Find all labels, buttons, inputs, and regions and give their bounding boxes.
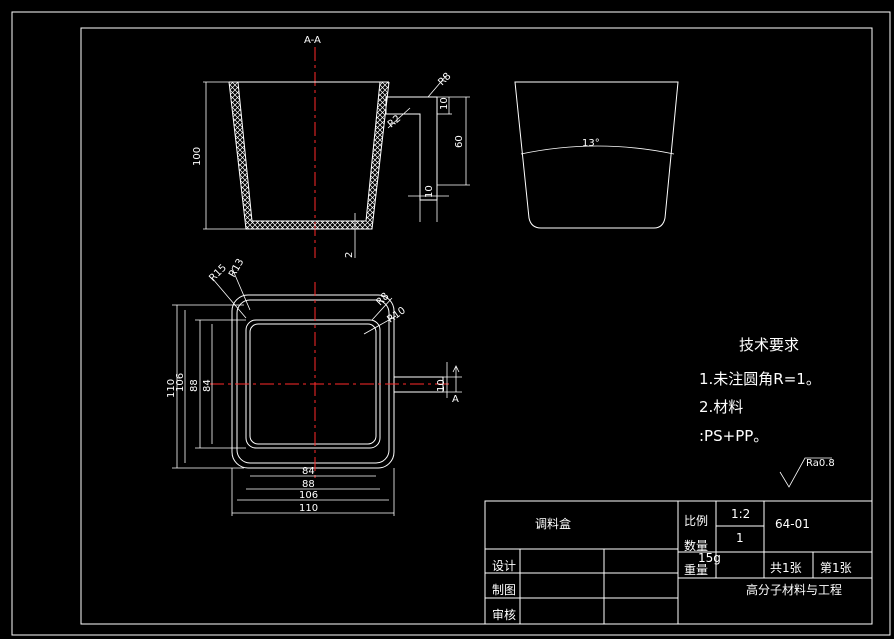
side-view: 13°: [514, 81, 679, 229]
organization: 高分子材料与工程: [746, 582, 842, 597]
dim-r8-plan: R8: [374, 291, 391, 308]
dim-h-88: 88: [302, 479, 315, 490]
leader-line: [427, 75, 447, 98]
inner-border: [80, 27, 873, 625]
dim-h-110: 110: [299, 503, 318, 514]
leader-line: [371, 297, 393, 321]
scale-value: 1:2: [731, 507, 750, 521]
dim-r13: R13: [227, 257, 246, 280]
title-block: 调料盒 比例 1:2 数量 1 重量 15g 64-01 共1张 第1张 设计 …: [484, 500, 873, 625]
dim-r10: R10: [385, 305, 407, 325]
dim-angle: 13°: [582, 138, 600, 149]
technical-requirements: 技术要求 1.未注圆角R=1。 2.材料 :PS+PP。 Ra0.8: [699, 336, 835, 488]
draw-label: 制图: [492, 583, 516, 597]
dim-wall: 2: [344, 252, 355, 258]
section-label: A-A: [304, 35, 321, 46]
review-label: 审核: [492, 607, 516, 622]
dim-r8: R8: [436, 71, 453, 88]
dim-handle-height: 60: [454, 135, 465, 148]
weight-value: 15g: [698, 551, 721, 565]
outer-border: [11, 11, 891, 636]
dim-h-106: 106: [299, 490, 318, 501]
section-arrow-head: [452, 365, 460, 373]
cup-outer-profile: [228, 81, 390, 230]
plan-view: 110 106 88 84 84 88 106 110 10 A R15 R13…: [166, 257, 462, 516]
part-name: 调料盒: [535, 516, 571, 531]
handle-section: [385, 96, 438, 201]
leader-line: [363, 315, 397, 335]
section-view: A-A 100 2 10 60 10 R8: [192, 35, 470, 258]
plan-outer-2: [236, 299, 390, 464]
scale-label: 比例: [684, 514, 708, 528]
leader-line: [231, 267, 251, 311]
qty-label: 数量: [684, 538, 708, 553]
dim-r15: R15: [207, 262, 229, 284]
design-label: 设计: [492, 559, 516, 573]
dim-v-88: 88: [189, 379, 200, 392]
dim-handle-width: 10: [424, 185, 435, 198]
dim-v-106: 106: [175, 373, 186, 392]
section-mark: A: [452, 394, 459, 405]
leader-line: [387, 107, 411, 129]
roughness-value: Ra0.8: [806, 458, 835, 469]
side-outline: [514, 81, 679, 229]
leader-line: [211, 277, 247, 319]
dim-plan-handle: 10: [436, 379, 447, 392]
sheets-total: 共1张: [770, 561, 802, 575]
tech-line-2: 2.材料: [699, 398, 743, 416]
plan-inner-2: [249, 323, 377, 445]
cup-wall-hatch: [229, 82, 389, 229]
dim-handle-top: 10: [439, 97, 450, 110]
drawing-number: 64-01: [775, 517, 810, 531]
weight-label: 重量: [684, 563, 708, 577]
tech-title: 技术要求: [739, 336, 799, 354]
plan-outer: [231, 294, 395, 469]
dim-v-110: 110: [166, 379, 177, 398]
sheet-number: 第1张: [820, 561, 852, 575]
angle-arc: [520, 145, 675, 155]
tech-line-1: 1.未注圆角R=1。: [699, 370, 821, 388]
roughness-symbol: [779, 457, 832, 488]
dim-v-84: 84: [202, 379, 213, 392]
tech-line-3: :PS+PP。: [699, 427, 768, 445]
dim-height: 100: [192, 147, 203, 166]
cup-inner-profile: [237, 81, 381, 222]
dim-h-84: 84: [302, 466, 315, 477]
qty-value: 1: [736, 531, 744, 545]
